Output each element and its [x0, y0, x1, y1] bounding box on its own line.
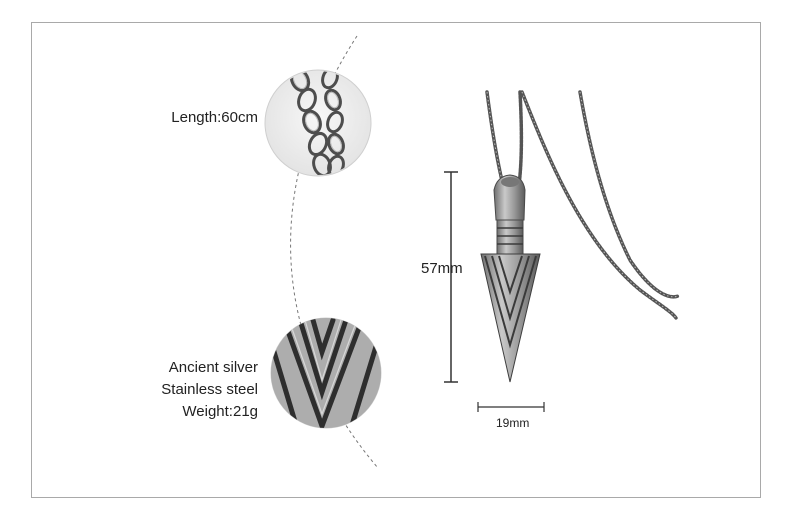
length-label: Length:60cm — [171, 109, 258, 126]
width-dimension-marker — [477, 402, 545, 412]
chain-zoom-disc — [264, 69, 372, 177]
height-dimension-marker — [444, 171, 458, 383]
weight-label: Weight:21g — [182, 403, 258, 420]
width-dimension-label: 19mm — [496, 416, 530, 430]
material-label: Ancient silver — [168, 359, 258, 376]
pendant-bail — [493, 174, 526, 221]
pattern-zoom-disc — [270, 317, 382, 429]
product-frame — [31, 22, 761, 498]
pendant-collar — [496, 219, 524, 255]
height-dimension-label: 57mm — [421, 260, 463, 277]
steel-label: Stainless steel — [161, 381, 258, 398]
arrowhead-pendant — [480, 253, 541, 383]
